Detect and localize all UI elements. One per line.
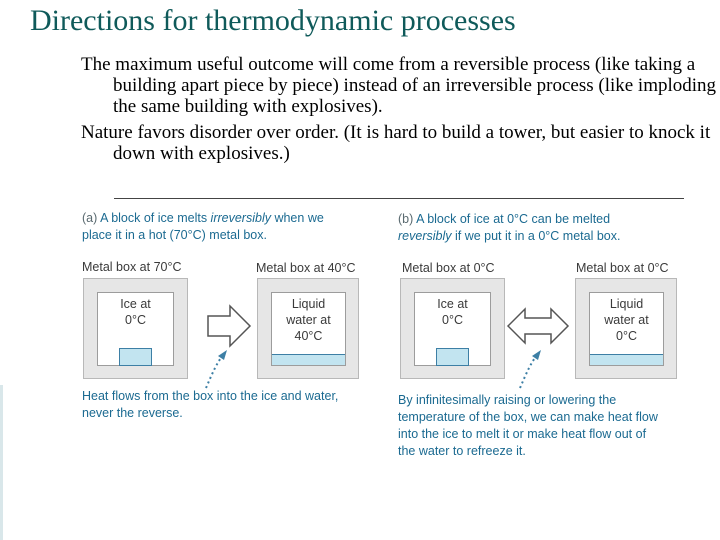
- right-arrow-icon: [208, 306, 250, 346]
- note-b-line1: By infinitesimally raising or lowering t…: [398, 392, 658, 409]
- heat-flow-arrowhead-a: [218, 350, 227, 360]
- note-a-line2: never the reverse.: [82, 405, 338, 422]
- note-a: Heat flows from the box into the ice and…: [82, 388, 338, 422]
- heat-flow-arrow-a: [206, 354, 224, 388]
- note-b-line4: the water to refreeze it.: [398, 443, 658, 460]
- heat-flow-arrow-b: [520, 354, 538, 388]
- note-a-line1: Heat flows from the box into the ice and…: [82, 388, 338, 405]
- note-b: By infinitesimally raising or lowering t…: [398, 392, 658, 460]
- note-b-line2: temperature of the box, we can make heat…: [398, 409, 658, 426]
- note-b-line3: into the ice to melt it or make heat flo…: [398, 426, 658, 443]
- heat-flow-arrowhead-b: [532, 350, 541, 360]
- double-arrow-icon: [508, 309, 568, 343]
